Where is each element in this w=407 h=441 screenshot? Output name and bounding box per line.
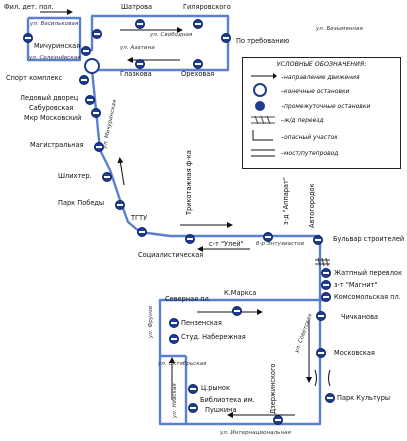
bridge-mark (314, 369, 331, 387)
stop-marker (313, 235, 323, 245)
stop-marker (85, 95, 95, 105)
stop-marker (169, 334, 179, 344)
stop-label: Ледовый дворец (20, 94, 79, 102)
stop-marker (79, 75, 89, 85)
stop-marker (23, 33, 33, 43)
street-label: ул. Азатина (120, 45, 155, 51)
stop-label: Парк Победы (58, 199, 105, 207)
stop-marker (135, 59, 145, 69)
street-label: ул. Фрунзе (148, 305, 154, 338)
street-label: ул. Октябрьская (158, 361, 207, 367)
stop-marker (316, 348, 326, 358)
legend-railway: –ж/д переезд (281, 117, 324, 124)
stop-label: Шатрова (121, 3, 153, 11)
arrow-icon (251, 73, 277, 79)
stop-marker (321, 292, 331, 302)
street-label: ул. Безымянная (316, 26, 363, 32)
stop-marker (273, 415, 283, 425)
stop-label: Гиляровского (183, 3, 231, 11)
route-segment-top (80, 14, 230, 72)
stop-marker (185, 234, 195, 244)
stop-label: Пензенская (181, 319, 222, 327)
stop-marker (193, 59, 203, 69)
stop-label: Комсомольская пл. (334, 293, 401, 301)
direction-arrows (40, 9, 312, 418)
stop-label: Жатпный перевлок (334, 269, 402, 277)
stop-marker (193, 19, 203, 29)
stop-marker (316, 311, 326, 321)
stop-label: з-т "Магнит" (334, 281, 378, 289)
railway-icon (251, 116, 275, 124)
stop-marker (221, 33, 231, 43)
stop-marker (137, 227, 147, 237)
route-segment-trunk (90, 69, 320, 238)
stop-marker (135, 19, 145, 29)
stop-marker (81, 46, 91, 56)
stop-marker (321, 268, 331, 278)
stop-label: Дзержинского (269, 363, 277, 414)
legend-title: УСЛОВНЫЕ ОБОЗНАЧЕНИЯ: (276, 61, 367, 68)
stop-label: Ц.рынок (201, 384, 230, 392)
stop-label: Социалистическая (138, 251, 204, 259)
stop-label: Северная пл. (165, 295, 211, 303)
stop-label: Чичканова (341, 313, 378, 321)
stop-marker (92, 29, 102, 39)
stop-label: Пушкина (205, 406, 237, 414)
stop-label: ТГТУ (131, 214, 148, 222)
street-label: ул. Селезнёвская (29, 55, 81, 61)
railway-crossing (315, 257, 330, 267)
stop-label: Парк Культуры (337, 394, 391, 402)
stop-label: з-д "Аппарат" (282, 177, 290, 225)
legend: УСЛОВНЫЕ ОБОЗНАЧЕНИЯ: –направление движе… (242, 57, 401, 169)
stop-marker (232, 306, 242, 316)
street-label: ул. Нёвская (172, 383, 178, 418)
stop-icon (255, 101, 265, 111)
street-label: ул. Свободная (150, 32, 193, 38)
stop-marker (188, 403, 198, 413)
stop-label: Сабуровская (29, 104, 74, 112)
legend-direction: –направление движения (281, 74, 360, 81)
stop-marker (188, 384, 198, 394)
stop-label: Студ. Набережная (181, 333, 246, 341)
stop-label: Мкр Московский (24, 114, 82, 122)
legend-bridge: –мост/путепровод (281, 150, 339, 157)
terminal-icon (253, 83, 267, 97)
street-label: ул. Интернациональная (220, 430, 291, 436)
street-label: ул. Васильковая (30, 21, 79, 27)
legend-intermediate: –промежуточные остановки (281, 103, 371, 110)
stop-marker (169, 318, 179, 328)
stop-marker (325, 393, 335, 403)
terminal-stop (84, 58, 100, 74)
stop-marker (94, 142, 104, 152)
stop-label: Фил. дет. пол. (4, 3, 54, 11)
stop-label: Глазкова (120, 70, 152, 78)
stop-marker (115, 200, 125, 210)
stop-label: Шлихтер. (58, 172, 92, 180)
stop-label: Спорт комплекс (6, 74, 63, 82)
stop-label: с-т "Улей" (209, 240, 244, 248)
stop-label: Бульвар строителей (333, 235, 405, 243)
stop-label: Трикотажная ф-ка (185, 150, 193, 215)
stop-label: Московская (334, 349, 375, 357)
stop-label: Библиотека им. (200, 396, 255, 404)
danger-icon (252, 130, 273, 141)
stop-label: Ореховая (181, 70, 215, 78)
route-segment-top-loop-left (26, 16, 82, 62)
route-segment-bottom-loop (158, 298, 324, 426)
stop-label: Мичуринская (34, 42, 81, 50)
stop-marker (102, 172, 112, 182)
stop-marker (91, 108, 101, 118)
stop-label: Магистральная (30, 141, 84, 149)
stop-marker (321, 280, 331, 290)
stop-label: К.Маркса (224, 289, 257, 297)
stop-label: По требованию (236, 37, 290, 45)
legend-terminal: –конечные остановки (281, 88, 350, 95)
stop-marker (263, 232, 273, 242)
bridge-icon (251, 149, 275, 157)
stop-label: Автогородок (308, 183, 316, 228)
legend-dangerous: –опасный участок (281, 134, 338, 141)
street-label: б-р Энтузиастов (256, 241, 305, 247)
